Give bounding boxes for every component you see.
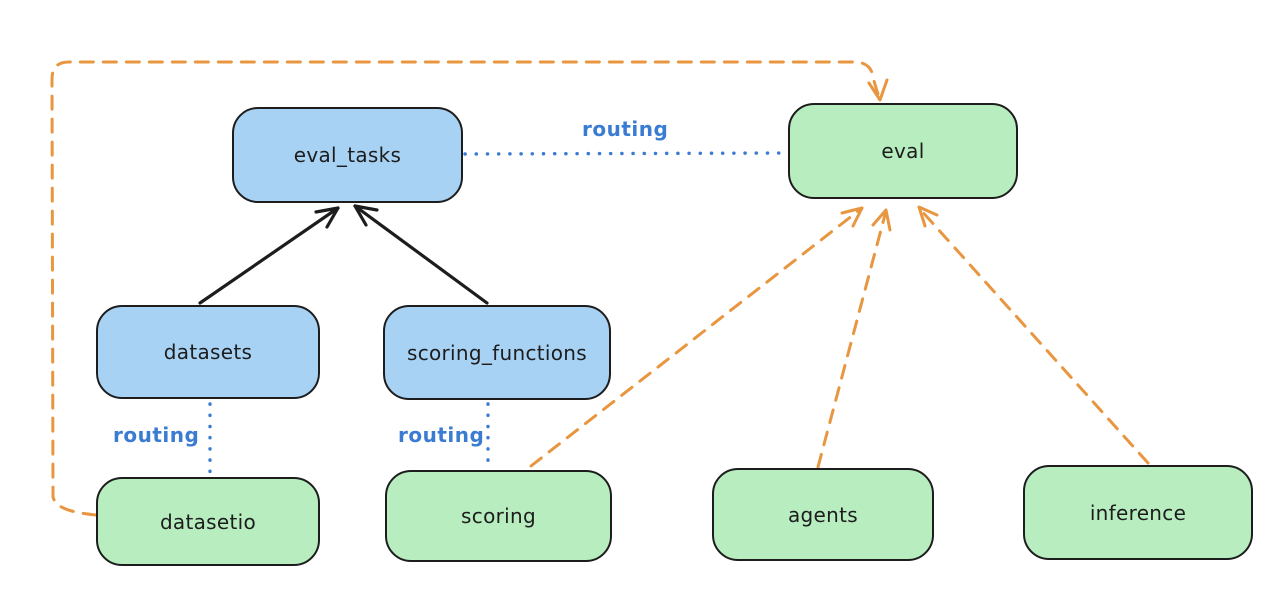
node-scoring-label: scoring bbox=[461, 504, 536, 528]
node-datasets: datasets bbox=[96, 305, 320, 399]
node-datasetio: datasetio bbox=[96, 477, 320, 566]
node-inference: inference bbox=[1023, 465, 1253, 560]
node-eval-tasks: eval_tasks bbox=[232, 107, 463, 203]
routing-label-scoring-functions-scoring: routing bbox=[398, 423, 485, 447]
node-agents-label: agents bbox=[788, 502, 858, 527]
node-eval: eval bbox=[788, 103, 1018, 199]
node-scoring-functions-label: scoring_functions bbox=[406, 340, 588, 365]
edge-scoring-functions-to-eval-tasks bbox=[353, 204, 489, 305]
edge-datasets-to-eval-tasks bbox=[198, 206, 340, 305]
node-eval-label: eval bbox=[881, 139, 925, 163]
node-datasets-label: datasets bbox=[163, 340, 253, 364]
node-agents: agents bbox=[712, 468, 934, 561]
node-datasetio-label: datasetio bbox=[159, 509, 257, 534]
node-scoring-functions: scoring_functions bbox=[383, 305, 611, 400]
edge-eval-tasks-to-eval-routing bbox=[463, 151, 788, 156]
edge-datasetio-to-eval-dashed bbox=[50, 60, 889, 517]
edge-scoring-to-eval-dashed bbox=[529, 206, 864, 468]
node-scoring: scoring bbox=[385, 470, 612, 562]
node-inference-label: inference bbox=[1089, 500, 1187, 525]
routing-label-datasets-datasetio: routing bbox=[113, 423, 200, 447]
node-eval-tasks-label: eval_tasks bbox=[293, 143, 402, 167]
edge-inference-to-eval-dashed bbox=[917, 205, 1150, 465]
routing-label-eval-tasks-eval: routing bbox=[582, 117, 669, 141]
edge-agents-to-eval-dashed bbox=[816, 208, 892, 469]
